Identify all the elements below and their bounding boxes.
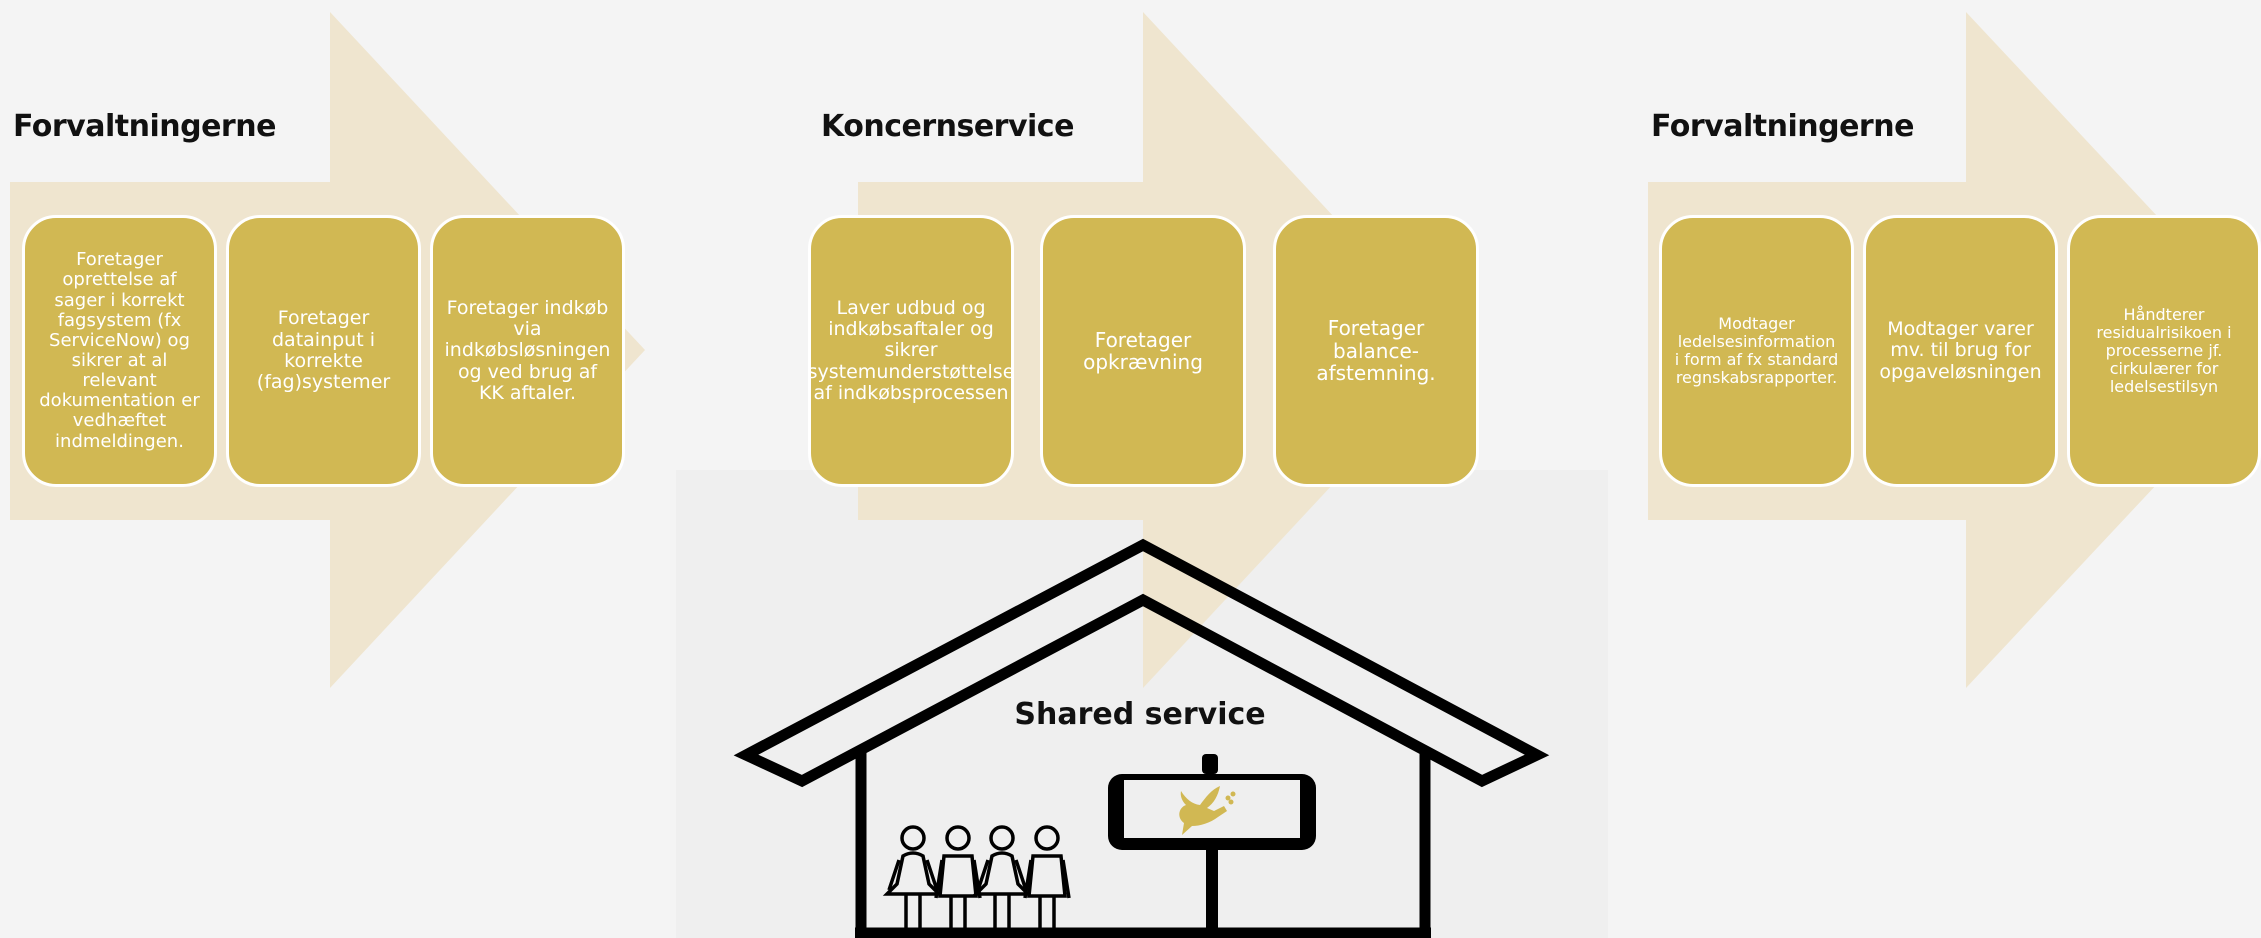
people-group-icon [882, 825, 1071, 933]
step-box-billing: Foretager opkrævning [1040, 215, 1246, 487]
step-box-data-input: Foretager datainput i korrekte (fag)syst… [226, 215, 421, 487]
step-box-text: Foretager indkøb via indkøbsløsningen og… [444, 296, 611, 404]
step-box-management-info: Modtager ledelsesinformation i form af f… [1659, 215, 1854, 487]
section-title-forvaltningerne-right: Forvaltningerne [1651, 109, 1914, 144]
person-icon [934, 825, 982, 933]
step-box-text: Modtager varer mv. til brug for opgavelø… [1879, 318, 2042, 383]
step-box-text: Modtager ledelsesinformation i form af f… [1674, 314, 1839, 387]
step-box-text: Laver udbud og indkøbsaftaler og sikrer … [807, 296, 1015, 404]
section-title-forvaltningerne-left: Forvaltningerne [13, 109, 276, 144]
signpost-icon [1108, 754, 1316, 938]
step-box-text: Foretager opkrævning [1083, 327, 1203, 374]
person-icon [971, 825, 1033, 928]
person-icon [1023, 825, 1071, 933]
step-box-create-cases: Foretager oprettelse af sager i korrekt … [22, 215, 217, 487]
step-box-balance: Foretager balance-afstemning. [1273, 215, 1479, 487]
step-box-text: Foretager balance-afstemning. [1316, 316, 1436, 386]
step-box-purchasing: Foretager indkøb via indkøbsløsningen og… [430, 215, 625, 487]
dove-icon [1179, 786, 1236, 835]
person-icon [882, 825, 944, 928]
step-box-text: Foretager oprettelse af sager i korrekt … [39, 249, 200, 452]
step-box-text: Håndterer residualrisikoen i processerne… [2096, 305, 2232, 396]
step-box-tenders: Laver udbud og indkøbsaftaler og sikrer … [808, 215, 1014, 487]
section-title-koncernservice: Koncernservice [821, 109, 1074, 144]
shared-service-title: Shared service [1014, 697, 1266, 732]
step-box-text: Foretager datainput i korrekte (fag)syst… [256, 307, 391, 394]
step-box-receive-goods: Modtager varer mv. til brug for opgavelø… [1863, 215, 2058, 487]
house-icon [733, 538, 1550, 938]
step-box-residual-risk: Håndterer residualrisikoen i processerne… [2067, 215, 2261, 487]
